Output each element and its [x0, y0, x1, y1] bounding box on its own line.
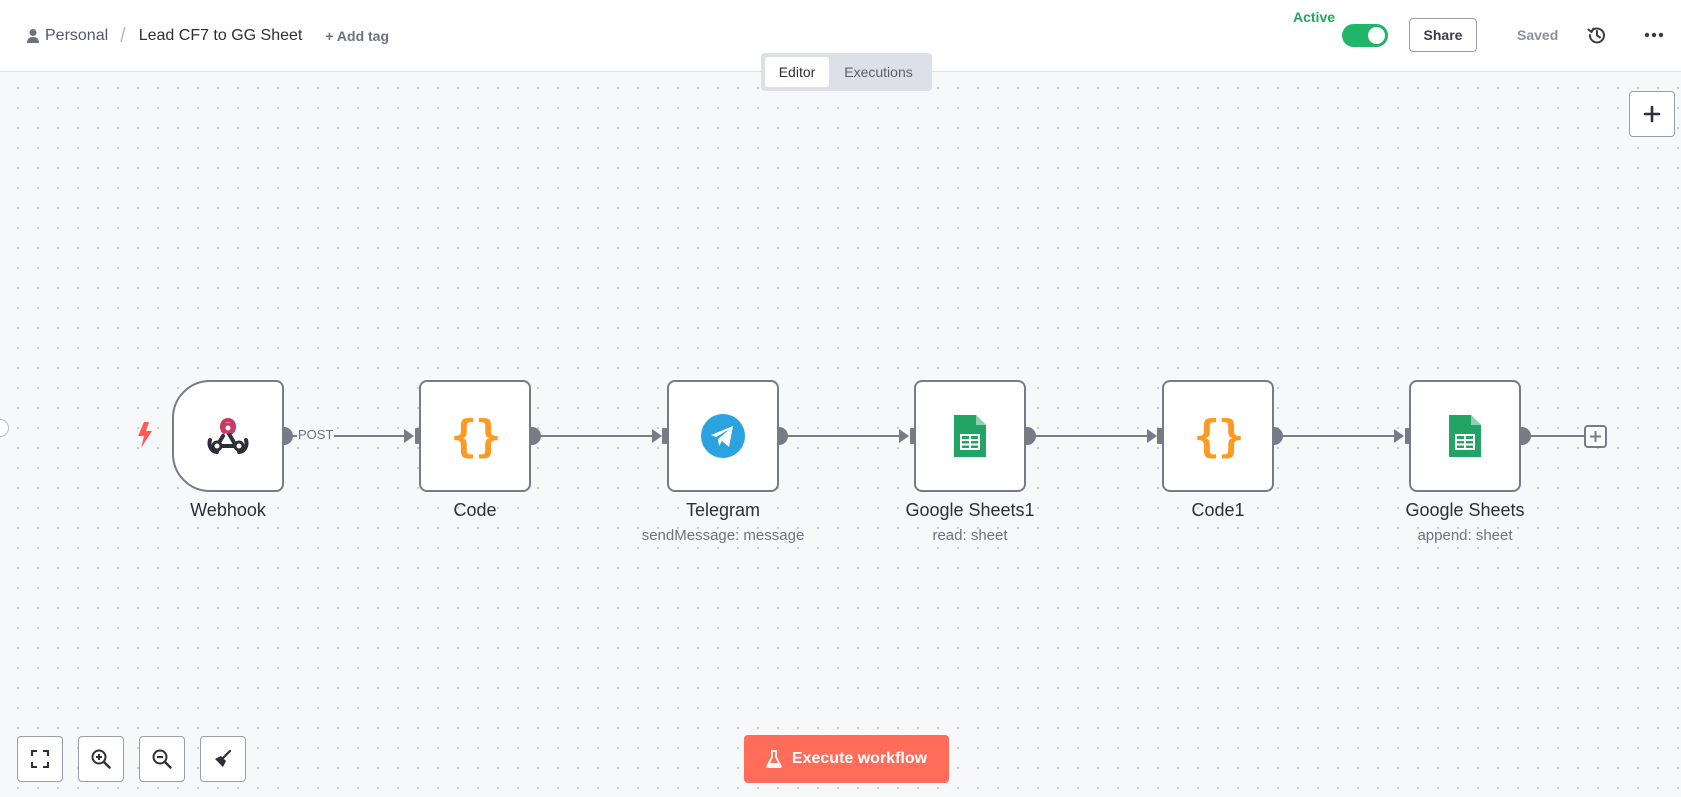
fit-view-button[interactable]: [17, 736, 63, 782]
workflow-name[interactable]: Lead CF7 to GG Sheet: [138, 27, 303, 44]
node-subtitle: append: sheet: [1417, 527, 1513, 544]
breadcrumb-separator: /: [120, 24, 126, 47]
active-label: Active: [1293, 9, 1336, 25]
execute-workflow-button[interactable]: Execute workflow: [744, 735, 949, 783]
node-title: Telegram: [685, 500, 761, 520]
zoom-out-icon: [152, 749, 172, 769]
active-toggle[interactable]: [1342, 24, 1388, 47]
project-link[interactable]: Personal: [45, 27, 109, 44]
node-code1[interactable]: {}: [1162, 380, 1274, 492]
arrowhead: [1394, 429, 1404, 443]
arrowhead: [652, 429, 662, 443]
add-node-button[interactable]: [1629, 91, 1675, 137]
tab-executions[interactable]: Executions: [844, 64, 913, 80]
add-tag-button[interactable]: + Add tag: [325, 28, 390, 44]
node-code[interactable]: {}: [419, 380, 531, 492]
view-tabs: Editor Executions: [761, 53, 932, 91]
node-title: Google Sheets1: [905, 500, 1035, 520]
history-icon[interactable]: [1587, 25, 1607, 45]
telegram-icon: [701, 414, 745, 458]
zoom-out-button[interactable]: [139, 736, 185, 782]
tidy-up-button[interactable]: [200, 736, 246, 782]
node-google-sheets[interactable]: [1409, 380, 1521, 492]
share-button[interactable]: Share: [1409, 18, 1477, 52]
trigger-bolt-icon: [138, 422, 152, 448]
execute-label: Execute workflow: [791, 750, 928, 767]
arrowhead: [1147, 429, 1157, 443]
edge-label-post: POST: [297, 427, 335, 442]
node-google-sheets1[interactable]: [914, 380, 1026, 492]
plus-icon: [1643, 105, 1661, 123]
node-title: Google Sheets: [1405, 500, 1525, 520]
node-title: Code1: [1191, 500, 1245, 520]
user-icon: [27, 29, 39, 43]
breadcrumb: Personal / Lead CF7 to GG Sheet + Add ta…: [26, 25, 389, 47]
google-sheets-icon: [954, 415, 986, 457]
arrowhead: [404, 429, 414, 443]
node-subtitle: read: sheet: [932, 527, 1008, 544]
zoom-in-button[interactable]: [78, 736, 124, 782]
node-telegram[interactable]: [667, 380, 779, 492]
node-webhook[interactable]: [172, 380, 284, 492]
saved-status: Saved: [1517, 27, 1559, 43]
broom-icon: [215, 749, 232, 767]
zoom-in-icon: [91, 749, 111, 769]
more-options-icon[interactable]: [1644, 25, 1664, 45]
toggle-knob: [1368, 27, 1385, 44]
tab-editor[interactable]: Editor: [765, 57, 829, 87]
arrowhead: [899, 429, 909, 443]
node-subtitle: sendMessage: message: [641, 527, 805, 544]
flask-icon: [766, 750, 782, 768]
node-title: Webhook: [190, 500, 266, 520]
webhook-icon: [207, 418, 249, 454]
add-next-node-button[interactable]: [1584, 425, 1607, 448]
code-icon: {}: [1193, 410, 1245, 462]
fit-view-icon: [31, 750, 49, 768]
code-icon: {}: [450, 410, 502, 462]
google-sheets-icon: [1449, 415, 1481, 457]
node-title: Code: [453, 500, 497, 520]
